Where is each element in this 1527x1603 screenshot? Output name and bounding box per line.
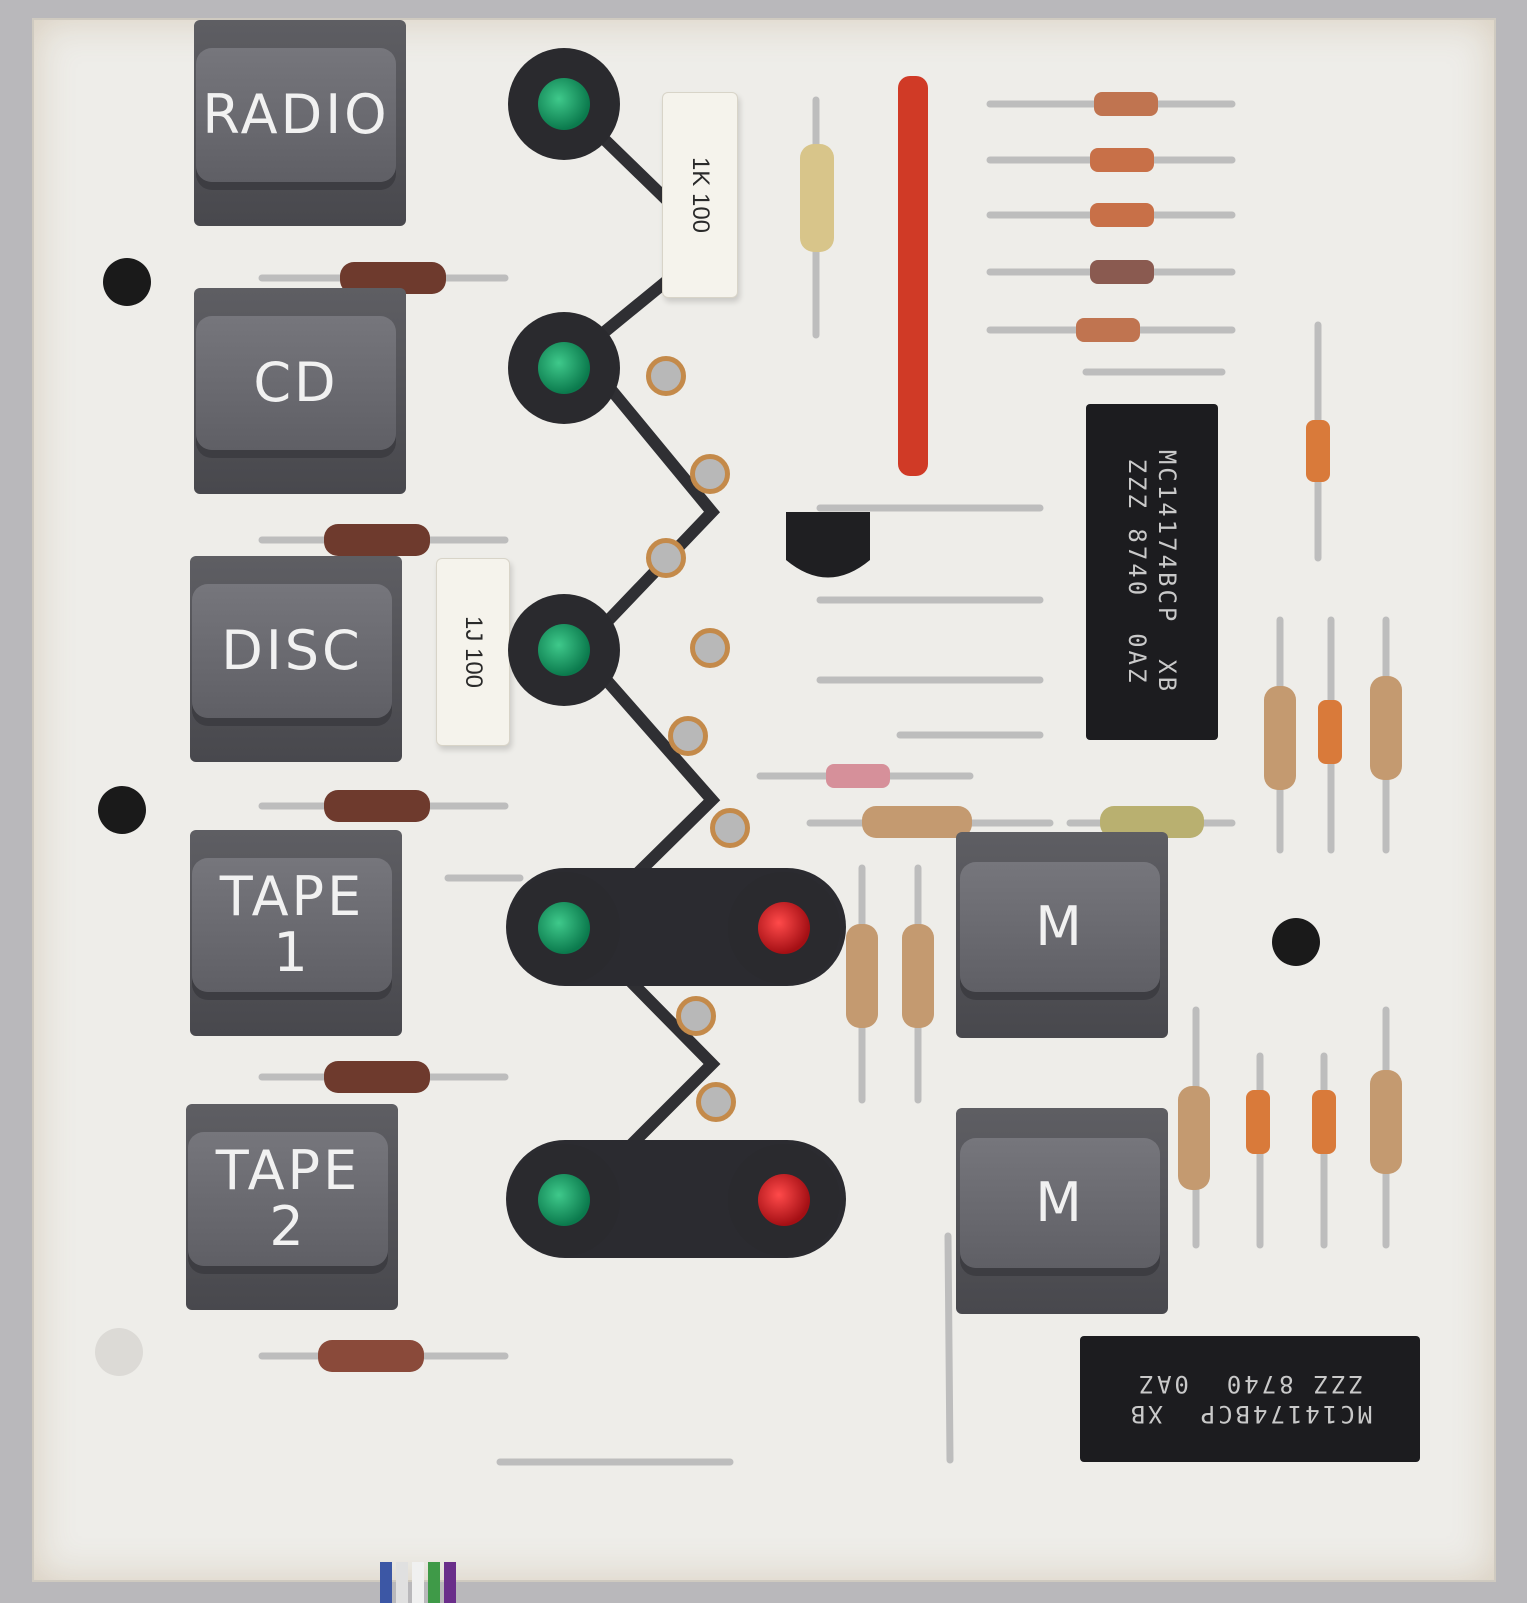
- led-holder-radio: [508, 48, 620, 160]
- ic-lower: MC14174BCP XB ZZZ 8740 0AZ: [1080, 1336, 1420, 1462]
- key-disc-label: DISC: [221, 619, 363, 682]
- key-cd-cap[interactable]: CD: [196, 316, 396, 450]
- key-radio[interactable]: RADIO: [194, 20, 406, 226]
- key-radio-cap[interactable]: RADIO: [196, 48, 396, 182]
- solder-pad: [696, 1082, 736, 1122]
- key-tape-2-cap[interactable]: TAPE 2: [188, 1132, 388, 1266]
- key-m-upper-cap[interactable]: M: [960, 862, 1160, 992]
- led-green-cd: [538, 342, 590, 394]
- led-red-tape-2: [758, 1174, 810, 1226]
- resistors-left: [318, 262, 446, 1372]
- key-cd[interactable]: CD: [194, 288, 406, 494]
- solder-pad: [676, 996, 716, 1036]
- mounting-hole: [1272, 918, 1320, 966]
- led-green-tape-2: [538, 1174, 590, 1226]
- led-red-tape-1: [758, 902, 810, 954]
- key-m-lower[interactable]: M: [956, 1108, 1168, 1314]
- mounting-hole: [95, 1328, 143, 1376]
- power-resistor-middle: 1J 100: [436, 558, 510, 746]
- mounting-hole: [98, 786, 146, 834]
- resistors-vertical: [800, 144, 1402, 1190]
- solder-pad: [690, 454, 730, 494]
- key-m-upper-label: M: [1035, 895, 1085, 958]
- diodes-top: [1076, 92, 1158, 342]
- key-disc[interactable]: DISC: [190, 556, 402, 762]
- key-m-lower-cap[interactable]: M: [960, 1138, 1160, 1268]
- key-tape-1-label: TAPE 1: [219, 865, 365, 984]
- led-green-radio: [538, 78, 590, 130]
- key-m-upper[interactable]: M: [956, 832, 1168, 1038]
- solder-pad: [710, 808, 750, 848]
- key-disc-cap[interactable]: DISC: [192, 584, 392, 718]
- key-m-lower-label: M: [1035, 1171, 1085, 1234]
- led-green-tape-1: [538, 902, 590, 954]
- led-holder-tape-1-red: [728, 872, 840, 984]
- solder-pad: [646, 356, 686, 396]
- key-radio-label: RADIO: [202, 83, 390, 146]
- key-tape-1[interactable]: TAPE 1: [190, 830, 402, 1036]
- red-jumper: [898, 76, 928, 476]
- key-tape-1-cap[interactable]: TAPE 1: [192, 858, 392, 992]
- led-holder-cd: [508, 312, 620, 424]
- solder-pad: [690, 628, 730, 668]
- led-holder-tape-1-green: [508, 872, 620, 984]
- transistor: [786, 512, 870, 578]
- solder-pad: [646, 538, 686, 578]
- led-holder-tape-2-green: [508, 1144, 620, 1256]
- led-holder-tape-2-red: [728, 1144, 840, 1256]
- power-resistor-top: 1K 100: [662, 92, 738, 298]
- key-tape-2-label: TAPE 2: [215, 1139, 361, 1258]
- solder-pad: [668, 716, 708, 756]
- led-green-disc: [538, 624, 590, 676]
- key-cd-label: CD: [253, 351, 339, 414]
- key-tape-2[interactable]: TAPE 2: [186, 1104, 398, 1310]
- led-holder-disc: [508, 594, 620, 706]
- ic-upper: MC14174BCP XB ZZZ 8740 0AZ: [1086, 404, 1218, 740]
- mounting-hole: [103, 258, 151, 306]
